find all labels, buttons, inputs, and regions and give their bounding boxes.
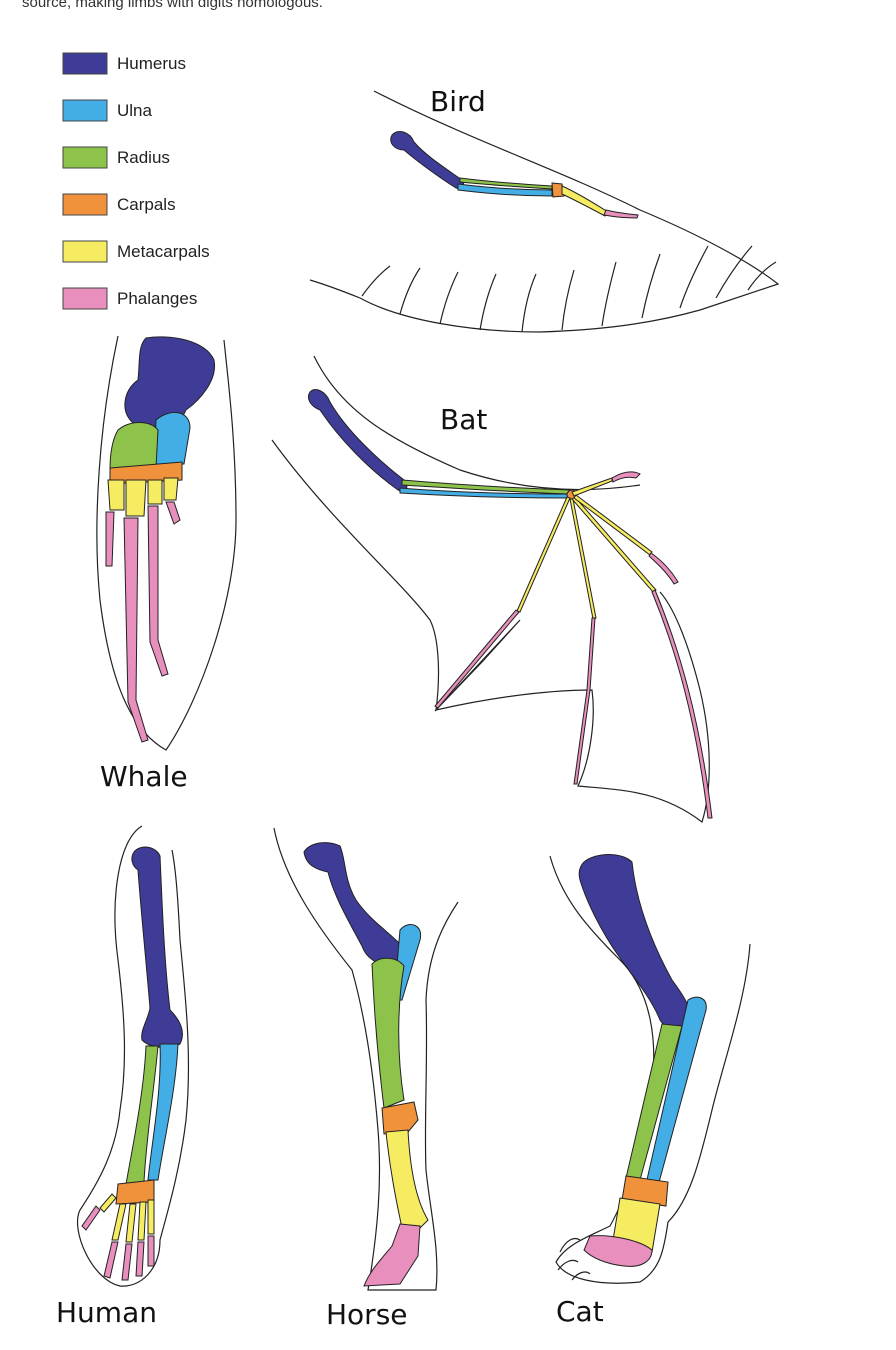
legend: Humerus Ulna Radius Carpals Metacarpals … [62,52,210,310]
bird-phalanges [603,209,639,219]
legend-label-metacarpals: Metacarpals [117,242,210,261]
label-bird: Bird [430,85,486,118]
label-horse: Horse [326,1298,408,1331]
bird-wing-outline [309,90,780,333]
whale-ulna [153,412,191,465]
horse-metacarpals [385,1129,429,1231]
legend-label-radius: Radius [117,148,170,167]
bird-ulna [457,183,553,197]
cat-carpals [621,1175,669,1207]
cat-ulna [645,996,707,1187]
label-bat: Bat [440,403,487,436]
label-whale: Whale [100,760,188,793]
label-human: Human [56,1296,157,1329]
bird-carpals [551,182,565,198]
human-limb [76,825,190,1287]
human-humerus [131,846,183,1048]
bat-humerus [307,389,408,492]
label-cat: Cat [556,1295,604,1328]
legend-swatch-carpals [62,193,108,216]
whale-phalanges [105,501,181,743]
horse-limb [273,827,459,1291]
legend-label-ulna: Ulna [117,101,153,120]
legend-item-humerus: Humerus [62,52,186,75]
legend-swatch-humerus [62,52,108,75]
legend-swatch-radius [62,146,108,169]
legend-item-ulna: Ulna [62,99,153,122]
whale-flipper-outline [96,335,237,751]
whale-metacarpals [107,477,179,517]
human-ulna [147,1043,179,1181]
bat-limb [271,355,713,823]
horse-leg-outline [273,827,459,1291]
cat-claws [557,1237,591,1281]
legend-item-radius: Radius [62,146,170,169]
bird-humerus [390,131,465,189]
legend-label-phalanges: Phalanges [117,289,197,308]
cat-leg-outline [549,855,751,1284]
bird-metacarpals [561,185,609,217]
human-arm-outline [76,825,190,1287]
legend-swatch-phalanges [62,287,108,310]
legend-item-carpals: Carpals [62,193,176,216]
legend-label-carpals: Carpals [117,195,176,214]
legend-item-metacarpals: Metacarpals [62,240,210,263]
horse-humerus [303,842,402,965]
cat-phalanges [583,1235,653,1267]
human-phalanges [81,1205,155,1281]
cat-humerus [578,854,692,1029]
bird-limb [309,90,780,333]
whale-radius [109,422,159,471]
legend-item-phalanges: Phalanges [62,287,197,310]
horse-carpals [381,1101,419,1135]
legend-label-humerus: Humerus [117,54,186,73]
bird-feathers [361,245,777,333]
legend-swatch-ulna [62,99,108,122]
bat-metacarpals [516,477,657,620]
whale-limb [96,335,237,751]
horse-phalanges [363,1223,421,1287]
human-metacarpals [99,1193,155,1243]
horse-radius [371,957,405,1109]
bat-phalanges [434,471,713,819]
figure-caption: source, making limbs with digits homolog… [22,0,323,11]
legend-swatch-metacarpals [62,240,108,263]
cat-limb [549,854,751,1284]
